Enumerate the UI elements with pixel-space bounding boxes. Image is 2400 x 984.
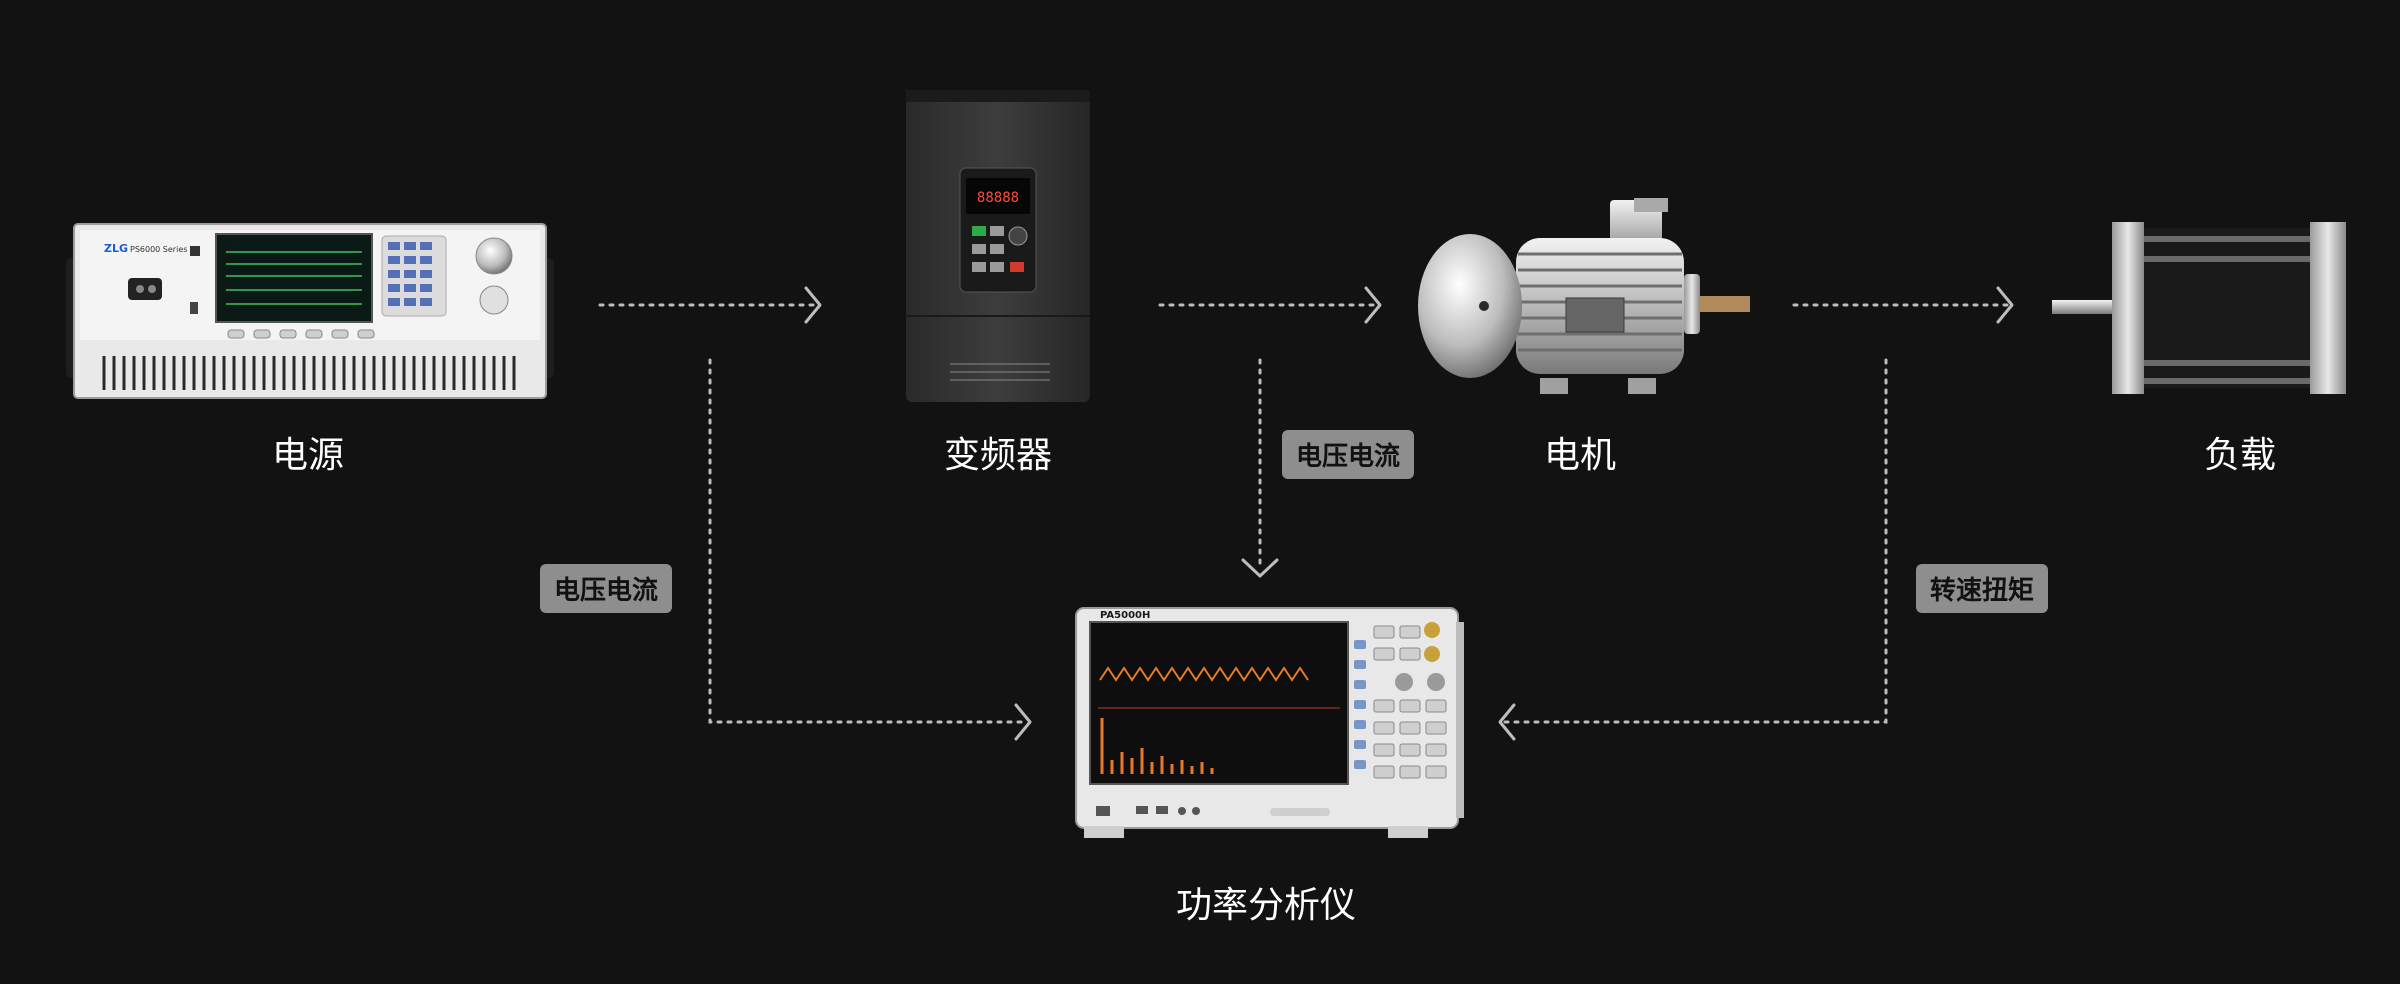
analyzer-label: 功率分析仪 [1175, 885, 1357, 926]
badge-speed-torque: 转速扭矩 [1916, 564, 2049, 613]
power-supply-device: ZLG PS6000 Series [66, 223, 554, 399]
analyzer-device: PA5000H [1075, 607, 1464, 838]
arrowhead-analyzer-right [1498, 703, 1516, 741]
inverter-label: 变频器 [943, 435, 1053, 476]
arrow-supply-to-analyzer [708, 358, 1028, 724]
motor-device [1418, 198, 1750, 394]
analyzer-model: PA5000H [1100, 610, 1150, 621]
badge-voltage-current-left: 电压电流 [540, 564, 673, 613]
inverter-device: 88888 [906, 90, 1090, 402]
badge-voltage-current-mid: 电压电流 [1282, 430, 1415, 479]
load-device [2052, 222, 2346, 394]
motor-label: 电机 [1543, 435, 1617, 476]
arrowhead-analyzer-left [1014, 703, 1032, 741]
power-supply-label: 电源 [271, 435, 345, 476]
arrowhead-inverter [804, 286, 822, 324]
arrow-load-to-analyzer [1502, 358, 1888, 724]
load-label: 负载 [2203, 435, 2277, 476]
power-supply-model: PS6000 Series [130, 245, 187, 254]
arrowhead-motor [1364, 286, 1382, 324]
power-supply-brand: ZLG [104, 242, 128, 255]
arrowhead-load [1996, 286, 2014, 324]
inverter-display: 88888 [977, 190, 1019, 206]
arrowhead-analyzer-top [1241, 558, 1279, 578]
